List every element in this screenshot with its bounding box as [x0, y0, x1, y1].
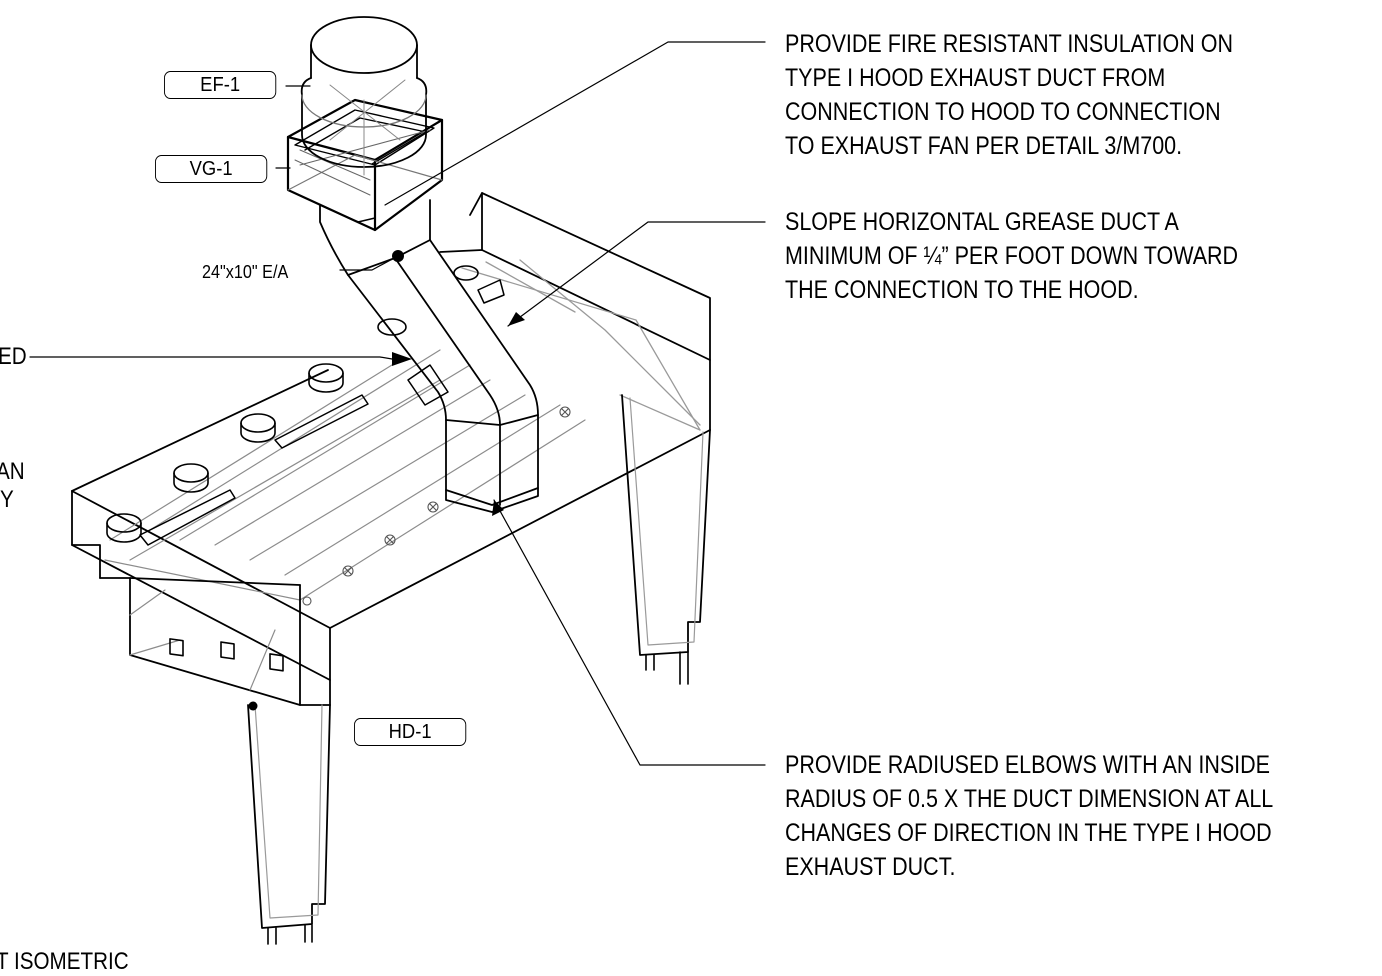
cutoff-text-left-2: AN [0, 458, 25, 485]
vg1-tag-label: VG-1 [189, 158, 233, 180]
hood-front-panel [99, 577, 331, 706]
hd1-tag: HD-1 [354, 718, 467, 746]
cutoff-text-left-1: ED [0, 343, 27, 370]
right-leg [621, 394, 711, 656]
left-leg-feet [267, 924, 313, 945]
left-leg [247, 704, 331, 929]
duct-size-label: 24"x10" E/A [202, 262, 289, 282]
cutoff-text-left-3: Y [0, 486, 14, 513]
note-radiused-elbows: PROVIDE RADIUSED ELBOWS WITH AN INSIDE R… [785, 751, 1274, 881]
hood-collars [106, 265, 479, 543]
vg1-damper [286, 98, 444, 232]
hd1-tag-label: HD-1 [388, 721, 432, 743]
right-leg-feet [645, 651, 689, 685]
fire-nozzles [302, 406, 571, 606]
ef1-tag: EF-1 [164, 71, 277, 99]
exhaust-duct [319, 199, 539, 513]
hood-back-inner [461, 259, 701, 431]
note-fire-insulation: PROVIDE FIRE RESISTANT INSULATION ON TYP… [785, 30, 1233, 160]
vg1-tag: VG-1 [155, 155, 268, 183]
hood-back-box [439, 192, 711, 431]
leader-lines [29, 41, 766, 766]
note-grease-slope: SLOPE HORIZONTAL GREASE DUCT A MINIMUM O… [785, 208, 1239, 304]
left-leg-inner [254, 704, 323, 919]
leader-terminators [248, 250, 525, 711]
hood-front-inner [129, 589, 276, 691]
hood-top-panel [71, 369, 711, 706]
ef1-fan [300, 16, 428, 176]
filter-bars [139, 279, 505, 546]
filter-rails [104, 349, 586, 601]
ef1-tag-label: EF-1 [200, 74, 241, 96]
drawing-title-fragment: T ISOMETRIC [0, 948, 129, 975]
control-switches [169, 638, 284, 672]
right-leg-inner [629, 397, 704, 646]
